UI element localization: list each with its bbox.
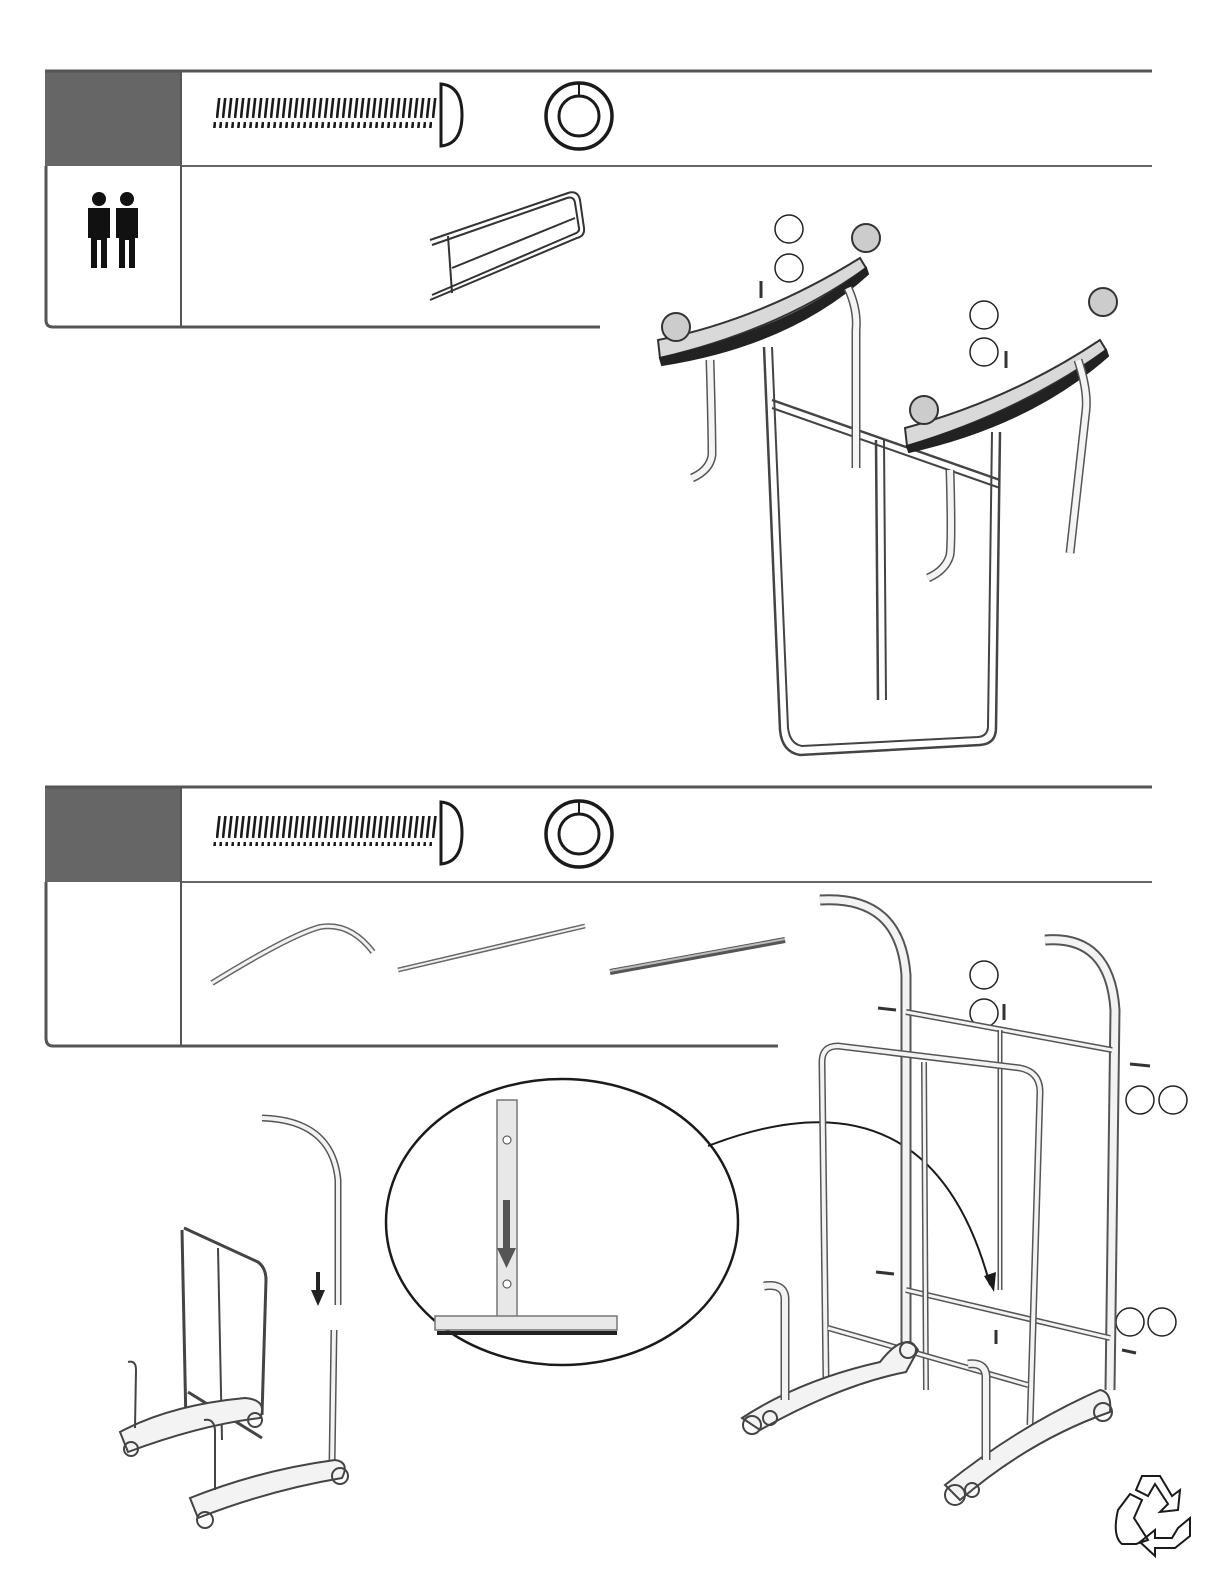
- step-1-assembly-illustration: [658, 224, 1117, 755]
- large-assembly-illustration: [742, 900, 1150, 1505]
- two-people-icon: [88, 192, 138, 268]
- curved-tube-part-icon: [212, 926, 373, 983]
- bolt-icon: [212, 84, 462, 146]
- callout-circle: [1148, 1308, 1176, 1336]
- callout-circle: [1116, 1308, 1144, 1336]
- callout-circle: [775, 215, 803, 243]
- straight-bar-part-icon: [610, 939, 785, 972]
- bolt-icon: [212, 802, 462, 864]
- callout-circle: [775, 254, 803, 282]
- down-arrow-icon: [311, 1272, 325, 1306]
- small-assembly-illustration: [120, 1118, 348, 1528]
- callout-circle: [970, 338, 998, 366]
- callout-circle: [970, 961, 998, 989]
- step-2-number-block: [45, 786, 181, 882]
- step-1-number-block: [45, 70, 181, 166]
- straight-rod-part-icon: [398, 926, 585, 970]
- washer-icon: [546, 801, 612, 867]
- callout-circle: [1126, 1086, 1154, 1114]
- rectangular-frame-part-icon: [430, 192, 584, 300]
- callout-circle: [1159, 1086, 1187, 1114]
- recycle-icon: [1116, 1476, 1190, 1556]
- washer-icon: [546, 83, 612, 149]
- callout-circle: [970, 301, 998, 329]
